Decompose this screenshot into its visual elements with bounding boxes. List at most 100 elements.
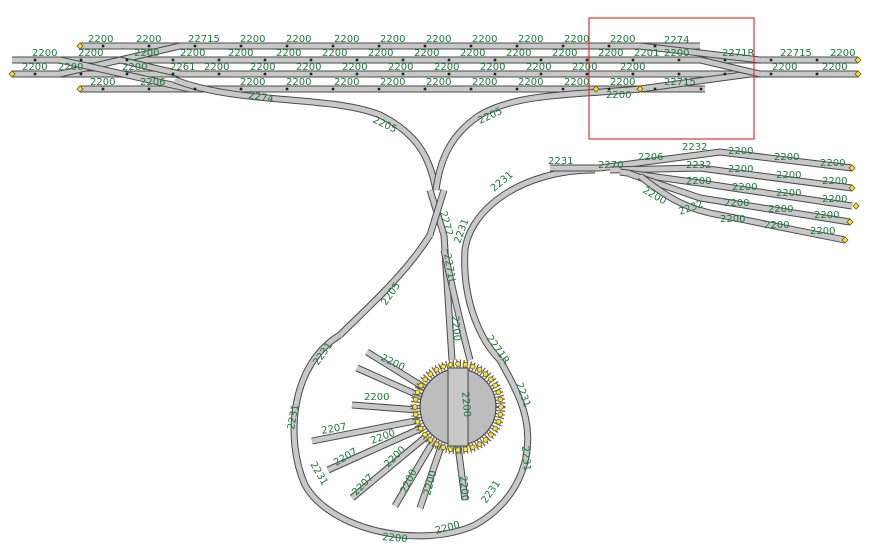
track-label: 2200 [459, 391, 472, 417]
track-label: 2200 [240, 77, 265, 88]
track-label: 2200 [122, 62, 147, 73]
turntable-node [488, 431, 494, 438]
labels-yard-row3: 2200 2200 2261 2200 2200 2200 2200 2200 … [58, 62, 797, 73]
labels-yard-top: 2200 2200 22715 2200 2200 2200 2200 2200… [32, 34, 635, 59]
track-label: 2200 [382, 532, 408, 545]
track-joint [239, 87, 243, 91]
turntable-node [447, 446, 454, 453]
yard-exit-curves[interactable] [173, 76, 641, 191]
track-joint [469, 87, 473, 91]
turntable-node [455, 447, 461, 453]
track-joint [561, 87, 565, 91]
track-label: 2207 [321, 422, 348, 437]
track-joint [193, 44, 197, 48]
track-label: 2200 [820, 158, 845, 169]
track-label: 2200 [136, 34, 161, 45]
track-label: 2231 [519, 445, 532, 471]
track-label: 2200 [334, 77, 359, 88]
track-joint [263, 72, 267, 76]
track-joint [309, 72, 313, 76]
track-label: 2200 [380, 34, 405, 45]
turntable-node [412, 396, 419, 403]
right-descending-track[interactable] [461, 166, 596, 363]
left-descending-track[interactable] [337, 233, 433, 338]
track-joint [309, 58, 313, 62]
track-label: 22715 [664, 77, 696, 88]
turntable-node [497, 396, 504, 403]
track-joint [493, 58, 497, 62]
track-label: 2200 [768, 204, 793, 215]
track-joint [815, 58, 819, 62]
track-label: 2200 [276, 48, 301, 59]
track-label: 2200 [286, 77, 311, 88]
track-joint [217, 72, 221, 76]
track-joint [423, 87, 427, 91]
turntable-node [482, 371, 489, 377]
yard-switches-left[interactable] [59, 42, 191, 93]
turntable-lead-tracks[interactable] [440, 234, 474, 361]
turntable-node [497, 411, 504, 418]
track-label: 2200 [664, 48, 689, 59]
track-joint [515, 44, 519, 48]
labels-yard-row4: 2200 2206 2200 2200 2200 2200 2200 2200 … [90, 77, 635, 88]
track-label: 2200 [228, 48, 253, 59]
track-label: 2200 [457, 475, 470, 501]
track-joint [171, 58, 175, 62]
track-joint [769, 72, 773, 76]
track-label: 2200 [250, 62, 275, 73]
track-label: 2270 [598, 160, 623, 171]
yard-switches-right[interactable] [639, 42, 761, 93]
track-joint [423, 44, 427, 48]
track-joint [33, 72, 37, 76]
track-label: 2200 [58, 62, 83, 73]
track-joint [585, 72, 589, 76]
turntable-spokes[interactable] [311, 349, 469, 510]
turntable-node [469, 444, 476, 451]
track-label: 2201 [634, 48, 659, 59]
track-joint [769, 58, 773, 62]
track-joint [561, 44, 565, 48]
track-joint [723, 58, 727, 62]
selection-rectangle[interactable] [588, 17, 755, 140]
track-joint [607, 87, 611, 91]
track-label: 2200 [22, 62, 47, 73]
track-label: 2200 [720, 214, 745, 225]
turntable-node [414, 418, 421, 425]
track-joint [607, 44, 611, 48]
fan-yard[interactable] [550, 148, 853, 244]
track-label: 2200 [830, 48, 855, 59]
track-label: 2200 [180, 48, 205, 59]
track-joint [101, 87, 105, 91]
track-label: 2200 [434, 62, 459, 73]
track-joint [653, 87, 657, 91]
turntable-node [476, 366, 483, 373]
track-label: 2200 [686, 176, 711, 187]
turntable-node [422, 431, 428, 438]
track-joint [401, 58, 405, 62]
turntable-node [447, 361, 454, 368]
turntable-nodes [412, 361, 504, 453]
turntable[interactable] [410, 359, 506, 455]
track-joint [699, 87, 703, 91]
track-label: 2200 [286, 34, 311, 45]
track-label: 2232 [682, 142, 707, 153]
turntable-node [462, 446, 469, 453]
track-joint [515, 87, 519, 91]
track-label: 2206 [638, 152, 663, 163]
track-label: 2200 [449, 315, 462, 341]
labels-yard-row2: 2200 2200 2200 2200 2200 2200 2200 2200 … [22, 48, 659, 73]
turntable-node [414, 389, 421, 396]
track-joint [263, 58, 267, 62]
track-label: 2274 [247, 90, 274, 105]
track-joint [447, 72, 451, 76]
track-joint [147, 44, 151, 48]
track-joints [33, 44, 819, 91]
balloon-loop[interactable] [290, 332, 532, 540]
track-label: 2200 [564, 77, 589, 88]
track-label: 22715 [780, 48, 812, 59]
track-label: 2231 [479, 479, 503, 506]
track-joint [377, 87, 381, 91]
central-crossing[interactable] [426, 188, 448, 237]
track-joint [631, 72, 635, 76]
